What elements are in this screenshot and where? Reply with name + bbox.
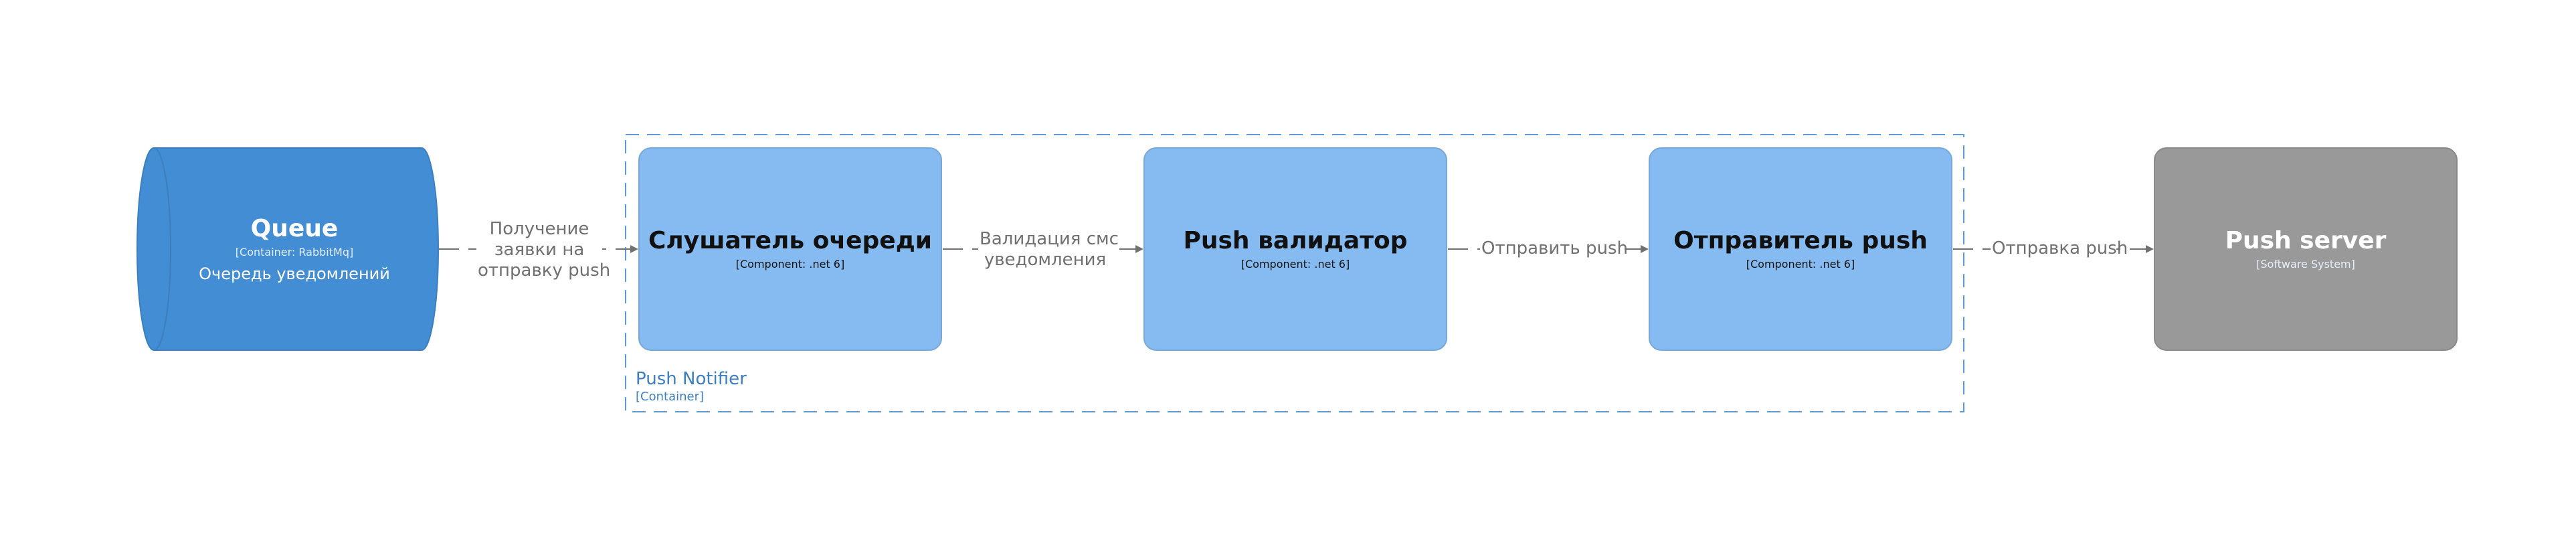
boundary-name: Push Notifier: [636, 369, 747, 389]
edge-label-validator-to-sender: Отправить push: [1480, 238, 1629, 259]
queue-node-shape[interactable]: [136, 147, 439, 351]
edge-label-line: отправку push: [478, 260, 611, 281]
boundary-technology: [Container]: [636, 390, 705, 404]
queue-cylinder-body: [136, 147, 439, 351]
listener-box[interactable]: [638, 147, 942, 351]
edge-label-line: Валидация смс: [980, 229, 1119, 249]
edge-label-line: Отправка push: [1992, 238, 2128, 258]
push-notifier-boundary: [625, 134, 1964, 412]
edge-label-line: Получение: [489, 219, 589, 239]
sender-box[interactable]: [1649, 147, 1952, 351]
edge-label-listener-to-validator: Валидация смс уведомления: [978, 229, 1119, 270]
edge-label-line: Отправить push: [1481, 238, 1629, 258]
edge-label-queue-to-listener: Получение заявки на отправку push: [476, 219, 611, 281]
validator-box[interactable]: [1143, 147, 1447, 351]
push-server-box[interactable]: [2154, 147, 2458, 351]
edge-label-line: заявки на: [494, 240, 585, 260]
queue-cylinder-cap: [153, 147, 171, 351]
edge-label-line: уведомления: [984, 250, 1107, 270]
push-notifier-boundary-label: Push Notifier [Container]: [636, 368, 747, 404]
edge-label-sender-to-push-server: Отправка push: [1991, 238, 2128, 259]
